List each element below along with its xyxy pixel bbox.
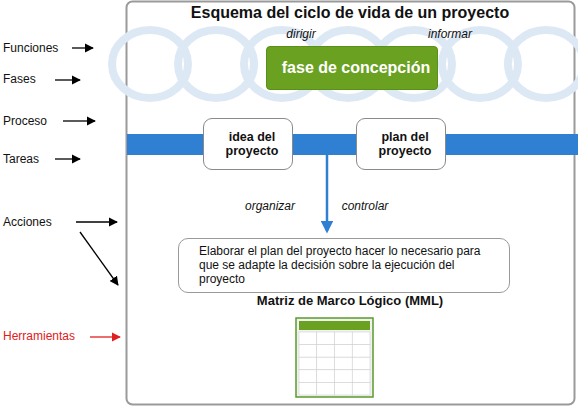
phase-box: fase de concepción [266, 46, 438, 90]
function-label: controlar [342, 199, 389, 213]
matrix-thumbnail [296, 318, 373, 397]
row-label: Proceso [3, 114, 47, 128]
diagram-title: Esquema del ciclo de vida de un proyecto [191, 3, 509, 22]
function-label: organizar [245, 199, 295, 213]
task-box: idea del proyecto [203, 118, 293, 170]
function-label: dirigir [286, 27, 315, 41]
row-label: Acciones [3, 215, 52, 229]
row-label: Fases [3, 72, 36, 86]
leader-arrows [55, 48, 120, 337]
chain-ornament [112, 30, 578, 98]
action-box: Elaborar el plan del proyecto hacer lo n… [178, 238, 510, 293]
node-text: idea del proyecto [216, 130, 288, 159]
row-label: Herramientas [3, 329, 75, 343]
row-label: Tareas [3, 152, 39, 166]
flow-arrow [326, 155, 329, 231]
node-text: plan del proyecto [369, 130, 441, 159]
process-band [127, 134, 578, 155]
function-label: informar [428, 27, 472, 41]
row-label: Funciones [3, 41, 58, 55]
tool-caption: Matriz de Marco Lógico (MML) [257, 293, 443, 309]
node-text: Elaborar el plan del proyecto hacer lo n… [199, 245, 501, 286]
node-text: fase de concepción [282, 59, 431, 77]
task-box: plan del proyecto [356, 118, 446, 170]
